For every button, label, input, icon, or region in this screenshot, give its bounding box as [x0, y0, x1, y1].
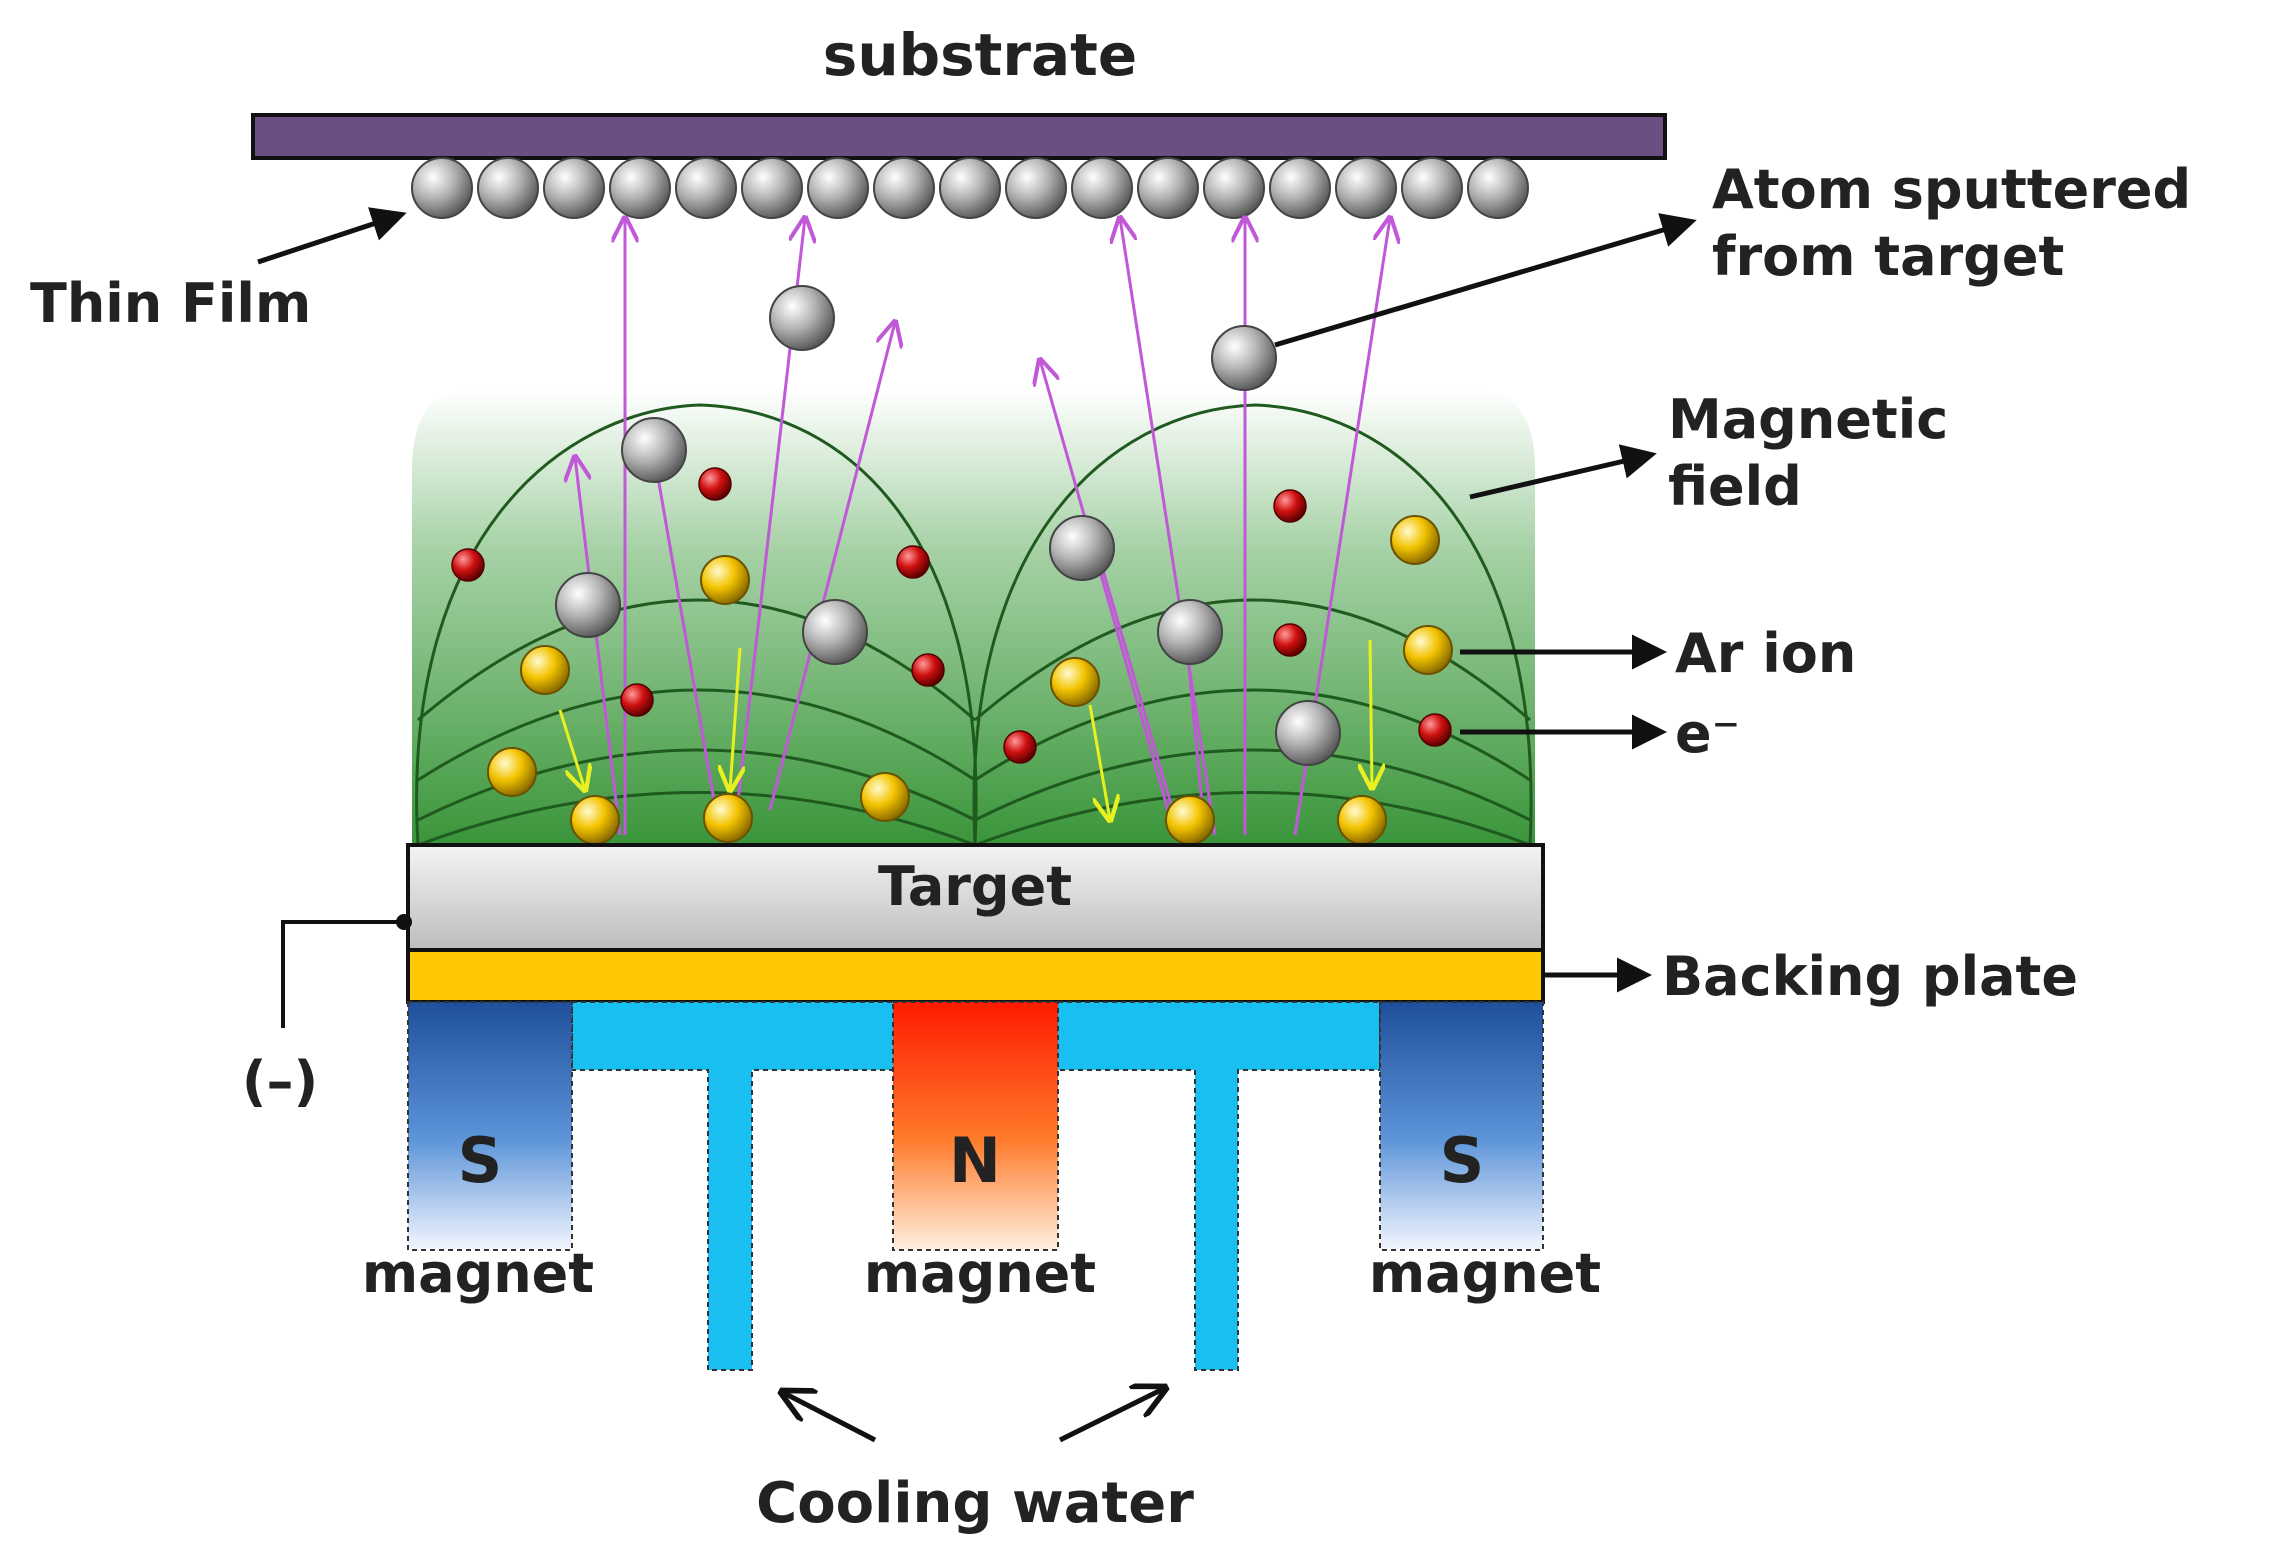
film-atom: [1203, 157, 1265, 219]
film-atom: [477, 157, 539, 219]
electron: [896, 545, 930, 579]
sputtered-atom: [1275, 700, 1341, 766]
ar-ion: [1165, 795, 1215, 845]
backing-plate: [406, 948, 1545, 1004]
ar-ion: [860, 772, 910, 822]
sputtered-atom: [1157, 599, 1223, 665]
atom-sputtered-label-line2: from target: [1712, 225, 2064, 288]
film-atom: [741, 157, 803, 219]
electron: [1418, 713, 1452, 747]
electron: [1273, 623, 1307, 657]
film-atom: [939, 157, 1001, 219]
cooling-water-label: Cooling water: [756, 1471, 1194, 1536]
backing-plate-label: Backing plate: [1662, 945, 2078, 1008]
magnet-left-label: magnet: [362, 1242, 594, 1305]
magnetic-field-arrow: [1469, 444, 1657, 500]
ar-ion: [487, 747, 537, 797]
thin-film-layer: [411, 157, 1529, 219]
magnetic-field-label-line1: Magnetic: [1668, 388, 1948, 451]
target-block: [406, 843, 1545, 952]
film-atom: [1269, 157, 1331, 219]
magnetic-field-label-line2: field: [1668, 455, 1802, 518]
film-atom: [1401, 157, 1463, 219]
cathode-label: (–): [242, 1050, 318, 1113]
film-atom: [1071, 157, 1133, 219]
cathode-terminal: [396, 914, 412, 930]
ar-ion: [1390, 515, 1440, 565]
magnet-right: [1379, 1001, 1544, 1251]
ion-trajectories: [558, 639, 1372, 820]
film-atom: [411, 157, 473, 219]
cathode-wire: [281, 920, 408, 1028]
sputtered-atom: [1049, 515, 1115, 581]
magnet-center-label: magnet: [864, 1242, 1096, 1305]
sputtered-atom: [621, 417, 687, 483]
substrate-plate: [251, 113, 1667, 160]
atom-sputtered-arrow: [1274, 213, 1697, 348]
ar-ion-label: Ar ion: [1675, 622, 1856, 685]
film-atom: [1467, 157, 1529, 219]
magnet-left-pole: S: [458, 1124, 503, 1197]
ar-ion: [700, 555, 750, 605]
film-atom: [807, 157, 869, 219]
electron: [1003, 730, 1037, 764]
substrate-label: substrate: [823, 21, 1137, 89]
film-atom: [675, 157, 737, 219]
film-atom: [1005, 157, 1067, 219]
thin-film-arrow: [257, 207, 407, 265]
film-atom: [1335, 157, 1397, 219]
ar-ion: [1050, 657, 1100, 707]
ar-ion: [570, 795, 620, 845]
sputtered-atom: [555, 572, 621, 638]
ar-ion: [520, 645, 570, 695]
magnet-left: [407, 1001, 573, 1251]
electron: [911, 653, 945, 687]
ar-ion: [1403, 625, 1453, 675]
atom-sputtered-label-line1: Atom sputtered: [1712, 158, 2191, 221]
target-label: Target: [878, 855, 1072, 918]
electron: [451, 548, 485, 582]
plasma-glow: [412, 390, 1535, 845]
film-atom: [609, 157, 671, 219]
electron: [620, 683, 654, 717]
cooling-water-arrow-left: [782, 1392, 877, 1443]
electron-label: e⁻: [1675, 702, 1740, 765]
cooling-water-arrow-right: [1058, 1388, 1165, 1443]
magnet-center: [892, 1001, 1059, 1251]
sputtered-atom: [802, 599, 868, 665]
film-atom: [873, 157, 935, 219]
magnet-center-pole: N: [949, 1124, 1001, 1197]
film-atom: [543, 157, 605, 219]
electron: [698, 467, 732, 501]
thin-film-label: Thin Film: [30, 272, 311, 335]
magnet-right-label: magnet: [1369, 1242, 1601, 1305]
ar-ion: [1337, 795, 1387, 845]
electrons: [451, 467, 1452, 764]
ar-ion: [703, 793, 753, 843]
sputtered-atoms: [555, 285, 1341, 766]
magnet-right-pole: S: [1440, 1124, 1485, 1197]
sputtered-atom: [1211, 325, 1277, 391]
electron: [1273, 489, 1307, 523]
film-atom: [1137, 157, 1199, 219]
sputtered-atom: [769, 285, 835, 351]
